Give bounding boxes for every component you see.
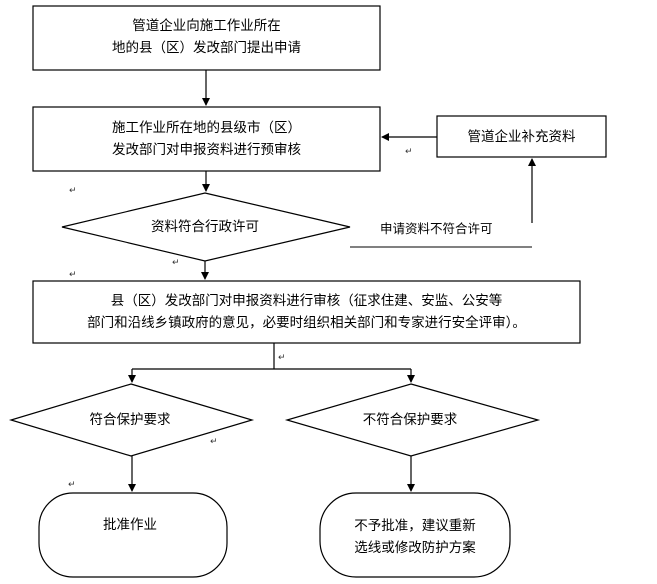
step1-text: 管道企业向施工作业所在 地的县（区）发改部门提出申请 xyxy=(33,15,380,59)
paragraph-mark-icon: ↵ xyxy=(69,186,77,196)
decision-yes-diamond xyxy=(8,383,255,457)
deny-line1: 不予批准，建议重新 xyxy=(354,518,476,534)
approve-label: 批准作业 xyxy=(103,517,157,533)
step2-text: 施工作业所在地的县级市（区） 发改部门对申报资料进行预审核 xyxy=(33,117,380,161)
paragraph-mark-icon: ↵ xyxy=(278,353,286,363)
deny-line2: 选线或修改防护方案 xyxy=(354,540,476,556)
paragraph-mark-icon: ↵ xyxy=(210,437,218,447)
decision-yes-label: 符合保护要求 xyxy=(89,412,171,428)
decision1-label: 资料符合行政许可 xyxy=(151,219,259,235)
step1-line1: 管道企业向施工作业所在 xyxy=(132,18,281,34)
paragraph-mark-icon: ↵ xyxy=(69,270,77,280)
step3-text: 县（区）发改部门对申报资料进行审核（征求住建、安监、公安等 部门和沿线乡镇政府的… xyxy=(33,290,580,334)
deny-text: 不予批准，建议重新 选线或修改防护方案 xyxy=(320,515,510,559)
paragraph-mark-icon: ↵ xyxy=(405,147,413,157)
step1-line2: 地的县（区）发改部门提出申请 xyxy=(112,40,301,56)
step1-box xyxy=(32,5,381,71)
step2-line1: 施工作业所在地的县级市（区） xyxy=(112,120,301,136)
approve-terminal xyxy=(38,492,228,578)
supplement-label: 管道企业补充资料 xyxy=(467,129,576,145)
decision-no-label: 不符合保护要求 xyxy=(362,412,458,428)
deny-terminal xyxy=(319,492,511,578)
paragraph-mark-icon: ↵ xyxy=(68,480,76,490)
step2-box xyxy=(32,106,381,172)
step3-line1: 县（区）发改部门对申报资料进行审核（征求住建、安监、公安等 xyxy=(110,293,503,309)
step3-box xyxy=(32,280,581,344)
supplement-box xyxy=(436,115,607,158)
step3-line2: 部门和沿线乡镇政府的意见，必要时组织相关部门和专家进行安全评审）。 xyxy=(87,315,526,331)
paragraph-mark-icon: ↵ xyxy=(172,258,180,268)
step2-line2: 发改部门对申报资料进行预审核 xyxy=(112,142,301,158)
reject-note-label: 申请资料不符合许可 xyxy=(380,221,493,236)
